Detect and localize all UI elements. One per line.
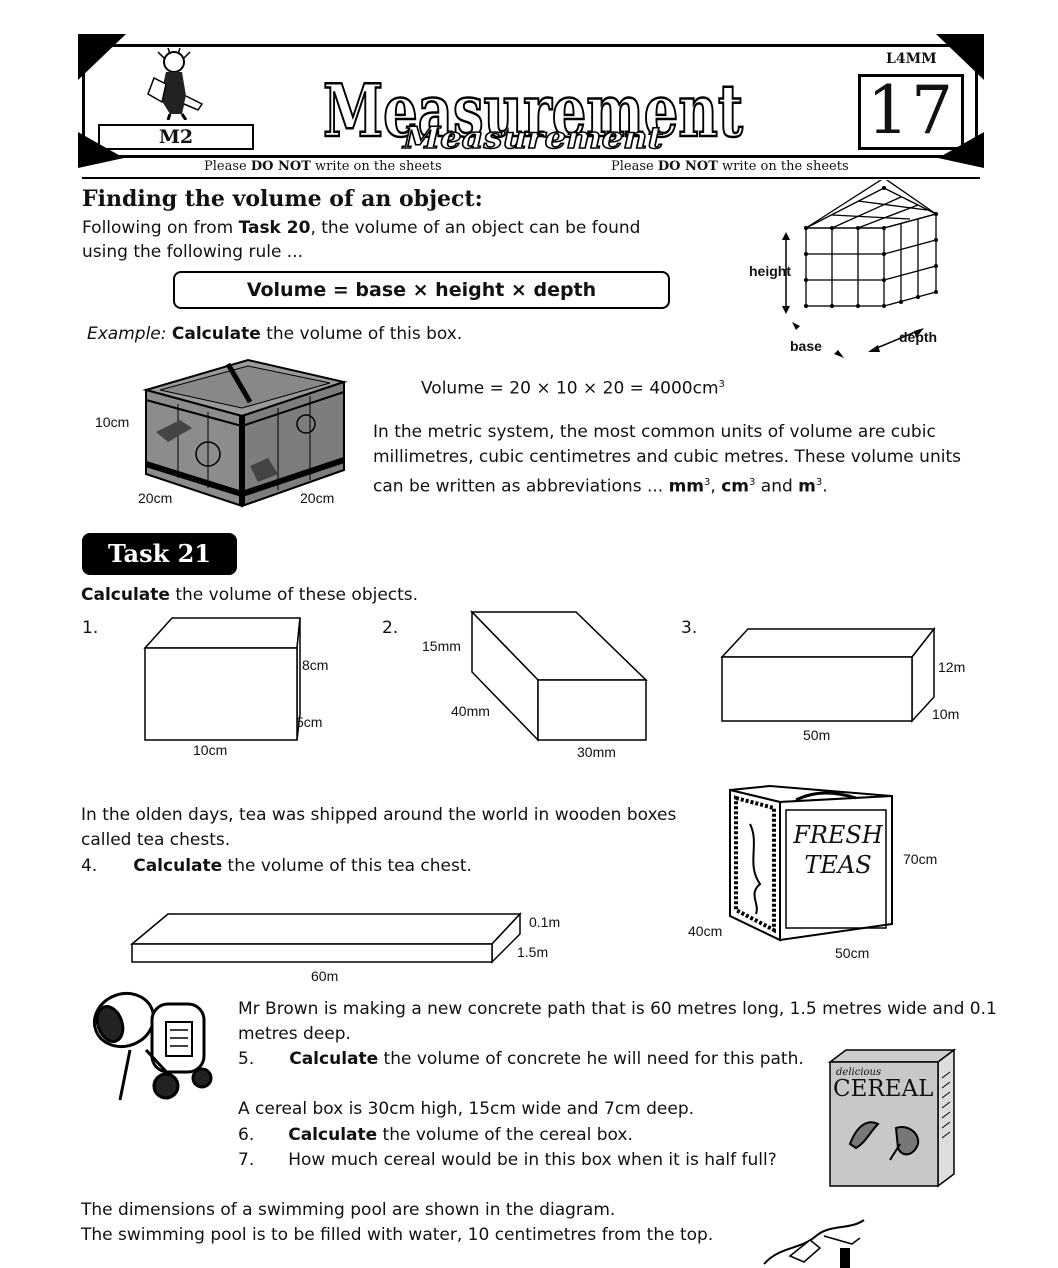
- question-5: 5.Calculate the volume of concrete he wi…: [238, 1049, 804, 1069]
- path-length-label: 60m: [311, 968, 339, 984]
- question-3-box: [720, 627, 936, 723]
- tea-chest-height-label: 70cm: [903, 851, 938, 867]
- tea-chest-brand: FRESH TEAS: [790, 820, 886, 880]
- scientist-illustration-icon: [147, 48, 204, 120]
- question-2-box: [470, 610, 648, 742]
- pool-line-2: The swimming pool is to be filled with w…: [81, 1225, 714, 1245]
- header-frame: [82, 44, 978, 158]
- question-7: 7.How much cereal would be in this box w…: [238, 1150, 777, 1170]
- level-code-left: M2: [98, 124, 254, 150]
- crate-side-label: 10cm: [95, 414, 130, 430]
- cube-height-label: height: [749, 263, 791, 279]
- page-title-shadow-text: Measurement: [402, 121, 663, 154]
- swimmer-illustration-icon: [763, 1219, 865, 1268]
- question-1-base-label: 10cm: [193, 742, 228, 758]
- path-depth-label: 0.1m: [529, 914, 561, 930]
- question-1-depth-label: 8cm: [302, 657, 329, 673]
- cereal-box-brand: CEREAL: [833, 1076, 934, 1102]
- pool-line-1: The dimensions of a swimming pool are sh…: [81, 1200, 616, 1220]
- tea-chest-depth-label: 40cm: [688, 923, 723, 939]
- intro-line-1: Following on from Task 20, the volume of…: [82, 218, 641, 238]
- question-1-box: [143, 617, 301, 741]
- metric-line-3: can be written as abbreviations ... mm3,…: [373, 476, 828, 497]
- page-title-text: Measurement: [323, 68, 743, 153]
- cube-base-label: base: [790, 338, 822, 354]
- section-heading: Finding the volume of an object:: [82, 186, 483, 212]
- example-line: Example: Calculate the volume of this bo…: [87, 324, 463, 344]
- header-corners: [78, 34, 984, 168]
- cube-depth-label: depth: [899, 329, 938, 345]
- tea-chest-illustration: [729, 784, 893, 942]
- task-badge: Task 21: [82, 533, 237, 575]
- level-code-right: L4MM: [886, 51, 937, 67]
- brown-line-1: Mr Brown is making a new concrete path t…: [238, 999, 997, 1019]
- question-4: 4.Calculate the volume of this tea chest…: [81, 856, 472, 876]
- question-2-top-label: 15mm: [422, 638, 461, 654]
- question-2-number: 2.: [382, 618, 399, 638]
- cereal-box-illustration: [827, 1048, 956, 1188]
- metric-line-1: In the metric system, the most common un…: [373, 422, 936, 442]
- path-width-label: 1.5m: [517, 944, 549, 960]
- notice-right: Please DO NOT write on the sheets: [611, 159, 849, 174]
- question-3-depth-label: 10m: [932, 706, 960, 722]
- crate-illustration: [142, 358, 348, 508]
- tea-chest-width-label: 50cm: [835, 945, 870, 961]
- volume-rule: Volume = base × height × depth: [173, 271, 670, 309]
- question-1-width-label: 5cm: [296, 714, 323, 730]
- tea-chest-brand-line-2: TEAS: [804, 851, 872, 879]
- unit-cube-diagram: [782, 180, 938, 358]
- question-3-number: 3.: [681, 618, 698, 638]
- task-instruction: Calculate the volume of these objects.: [81, 585, 419, 605]
- brown-line-2: metres deep.: [238, 1024, 351, 1044]
- crate-left-label: 20cm: [138, 490, 173, 506]
- sheet-number: 17: [858, 74, 964, 150]
- concrete-path-diagram: [130, 912, 522, 964]
- metric-line-2: millimetres, cubic centimetres and cubic…: [373, 447, 961, 467]
- question-1-number: 1.: [82, 618, 99, 638]
- question-3-base-label: 50m: [803, 727, 831, 743]
- tea-chest-brand-line-1: FRESH: [793, 821, 883, 849]
- question-3-height-label: 12m: [938, 659, 966, 675]
- intro-line-2: using the following rule ...: [82, 242, 304, 262]
- cement-mixer-icon: [92, 992, 213, 1101]
- header-rule: [82, 177, 980, 179]
- cereal-box-tagline: delicious: [836, 1067, 882, 1078]
- cereal-line: A cereal box is 30cm high, 15cm wide and…: [238, 1099, 695, 1119]
- crate-right-label: 20cm: [300, 490, 335, 506]
- question-6: 6.Calculate the volume of the cereal box…: [238, 1125, 633, 1145]
- question-2-base-label: 30mm: [577, 744, 616, 760]
- tea-line-1: In the olden days, tea was shipped aroun…: [81, 805, 677, 825]
- volume-calculation: Volume = 20 × 10 × 20 = 4000cm3: [421, 378, 725, 399]
- tea-line-2: called tea chests.: [81, 830, 231, 850]
- page-title: Measurement Measurement: [322, 67, 745, 154]
- notice-left: Please DO NOT write on the sheets: [204, 159, 442, 174]
- question-2-side-label: 40mm: [451, 703, 490, 719]
